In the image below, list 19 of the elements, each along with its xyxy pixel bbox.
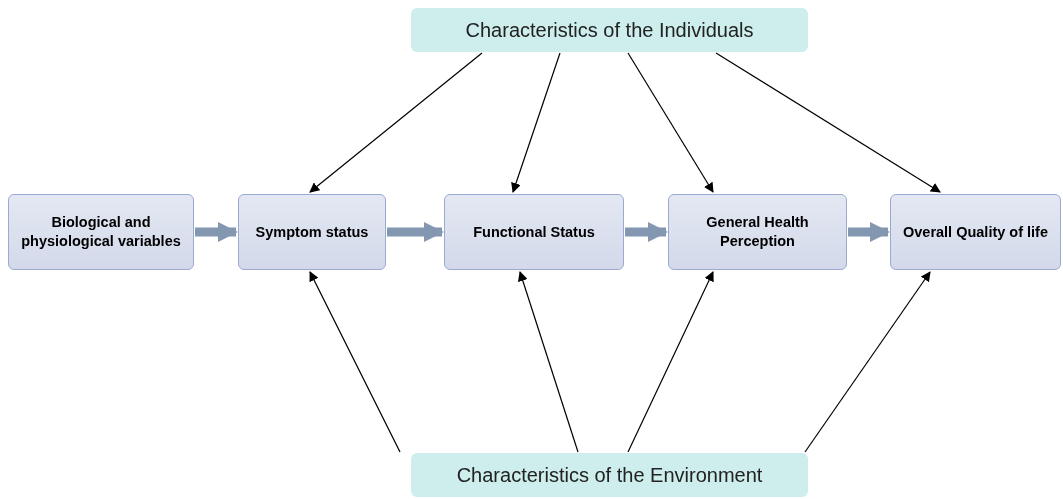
arrow	[518, 271, 579, 453]
arrow	[309, 271, 401, 453]
process-box: Biological and physiological variables	[8, 194, 194, 270]
context-box: Characteristics of the Individuals	[411, 8, 808, 52]
process-box: General Health Perception	[668, 194, 847, 270]
arrow	[309, 52, 483, 193]
arrow	[627, 271, 714, 453]
arrow	[511, 52, 561, 193]
arrow	[804, 271, 931, 453]
arrow	[848, 222, 890, 242]
process-box: Symptom status	[238, 194, 386, 270]
arrow	[625, 222, 668, 242]
arrow	[627, 52, 714, 193]
process-box: Functional Status	[444, 194, 624, 270]
process-box: Overall Quality of life	[890, 194, 1061, 270]
context-box: Characteristics of the Environment	[411, 453, 808, 497]
arrow	[387, 222, 444, 242]
arrow	[195, 222, 238, 242]
arrow	[715, 52, 941, 193]
